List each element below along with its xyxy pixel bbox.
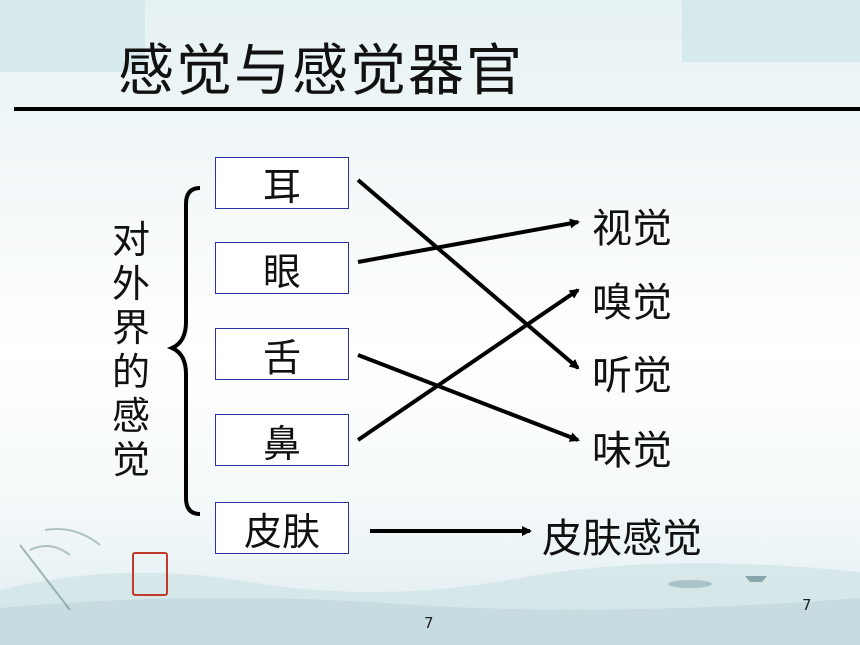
sense-skin: 皮肤感觉: [542, 516, 702, 562]
sense-smell: 嗅觉: [592, 280, 672, 326]
arrow-eye-to-vision: [357, 218, 580, 264]
organ-box-skin: 皮肤: [215, 502, 349, 554]
organ-box-tongue: 舌: [215, 328, 349, 380]
side-label-external-senses: 对外界的感觉: [111, 218, 150, 482]
sense-taste: 味觉: [592, 428, 672, 474]
page-title: 感觉与感觉器官: [118, 39, 524, 104]
sense-hearing: 听觉: [592, 353, 672, 399]
red-seal-stamp: [132, 552, 168, 596]
organ-box-eye: 眼: [215, 242, 349, 294]
brace: [166, 186, 201, 516]
sense-vision: 视觉: [592, 206, 672, 252]
page-number-right: 7: [802, 596, 812, 614]
arrow-nose-to-smell: [356, 288, 580, 442]
page-number-center: 7: [424, 614, 434, 632]
landscape-decoration: [0, 528, 860, 645]
decorative-top-right-block: [682, 0, 860, 62]
decorative-top-left-block: [0, 0, 145, 72]
organ-box-nose: 鼻: [215, 414, 349, 466]
title-underline: [14, 107, 860, 111]
arrow-tongue-to-taste: [357, 353, 580, 442]
arrow-ear-to-hearing: [356, 178, 580, 370]
organ-box-ear: 耳: [215, 157, 349, 209]
